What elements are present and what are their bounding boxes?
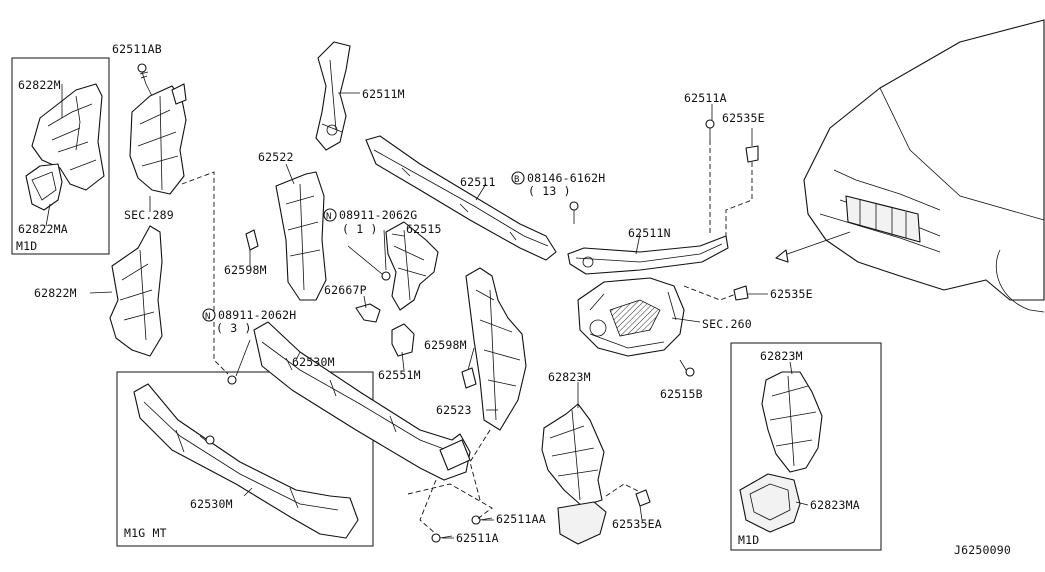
- label-qty-3: ( 3 ): [216, 321, 252, 335]
- clip-62598m-right: [461, 367, 477, 389]
- marker-n-2062g: [323, 208, 337, 222]
- arrow-vehicle: [775, 231, 851, 259]
- leader-lines: [45, 84, 809, 539]
- label-62511aa: 62511AA: [496, 512, 546, 526]
- inset-box-m1g-mt: [116, 371, 374, 547]
- label-62551m: 62551M: [378, 368, 421, 382]
- bolt-62515b: [679, 359, 695, 377]
- label-62822ma: 62822MA: [18, 222, 68, 236]
- part-62511: [365, 135, 557, 261]
- dash-sec289: [181, 171, 229, 375]
- label-62667p: 62667P: [324, 283, 367, 297]
- label-62823ma: 62823MA: [810, 498, 860, 512]
- dash-lower-bolts: [407, 479, 493, 535]
- diagram-id: J6250090: [954, 543, 1011, 557]
- label-inset-m1d-left: M1D: [16, 239, 37, 253]
- label-62530m-inset: 62530M: [190, 497, 233, 511]
- label-62822m-inset: 62822M: [18, 78, 61, 92]
- part-62530m-inset: [133, 383, 359, 539]
- marker-n-2062h-letter: N: [205, 312, 211, 322]
- part-62511m: [315, 41, 351, 151]
- label-62511a-top: 62511A: [684, 91, 727, 105]
- part-62823m-inset: [761, 371, 823, 473]
- label-62511ab: 62511AB: [112, 42, 162, 56]
- nut-08911-2062h: [227, 375, 237, 385]
- clip-62535e-top: [745, 145, 759, 163]
- dash-62523: [469, 429, 491, 501]
- clip-62535ea: [635, 489, 651, 507]
- bolt-62511ab: [137, 63, 149, 85]
- part-62822m-inset: [31, 83, 105, 191]
- label-inset-m1g-mt: M1G MT: [124, 526, 167, 540]
- nut-08911-2062g: [381, 271, 391, 281]
- label-sec260: SEC.260: [702, 317, 752, 331]
- label-62823m: 62823M: [548, 370, 591, 384]
- label-62530m: 62530M: [292, 355, 335, 369]
- inset-box-m1d-left: [11, 57, 110, 255]
- label-62511: 62511: [460, 175, 496, 189]
- part-62551m: [391, 323, 415, 357]
- part-62511n: [567, 235, 729, 275]
- part-62511ab-bracket: [129, 83, 187, 195]
- label-62535e-top: 62535E: [722, 111, 765, 125]
- label-62598m-right: 62598M: [424, 338, 467, 352]
- label-62511a-bottom: 62511A: [456, 531, 499, 545]
- clip-62535e-right: [733, 285, 749, 301]
- label-62823m-inset: 62823M: [760, 349, 803, 363]
- part-62530m: [253, 321, 471, 481]
- label-62511m: 62511M: [362, 87, 405, 101]
- part-62823ma-inset: [739, 473, 801, 533]
- dash-62535ea: [605, 483, 641, 497]
- label-qty-13: ( 13 ): [528, 184, 571, 198]
- marker-n-2062h: [202, 308, 216, 322]
- bolt-08146-6162h: [569, 201, 579, 224]
- marker-b-6162h: [511, 171, 525, 185]
- part-62822ma-inset: [25, 163, 63, 211]
- marker-n-2062g-letter: N: [326, 212, 332, 222]
- label-62523: 62523: [436, 403, 472, 417]
- label-08911-2062g: 08911-2062G: [339, 208, 417, 222]
- vehicle-front-illustration: [803, 19, 1045, 313]
- inset-box-m1d-right: [730, 342, 882, 551]
- marker-b-6162h-letter: B: [514, 175, 520, 185]
- bolt-62511a-top: [705, 119, 715, 140]
- label-62515b: 62515B: [660, 387, 703, 401]
- label-62522: 62522: [258, 150, 294, 164]
- part-62515: [385, 221, 439, 311]
- label-62515: 62515: [406, 222, 442, 236]
- label-62535e-right: 62535E: [770, 287, 813, 301]
- label-62598m-left: 62598M: [224, 263, 267, 277]
- part-62822m: [109, 225, 163, 357]
- part-62823m: [541, 403, 607, 545]
- label-08911-2062h: 08911-2062H: [218, 308, 296, 322]
- clip-62667p: [355, 303, 381, 323]
- part-62522: [275, 171, 327, 301]
- part-headlamp-sec260: [577, 277, 685, 357]
- arrow-head: [775, 249, 789, 263]
- label-08146-6162h: 08146-6162H: [527, 171, 605, 185]
- label-inset-m1d-right: M1D: [738, 533, 759, 547]
- dash-sec260: [683, 285, 737, 301]
- part-62523: [465, 267, 527, 431]
- label-62822m: 62822M: [34, 286, 77, 300]
- label-62511n: 62511N: [628, 226, 671, 240]
- label-62535ea: 62535EA: [612, 517, 662, 531]
- dash-upper-right: [709, 140, 753, 236]
- label-qty-1: ( 1 ): [342, 222, 378, 236]
- label-sec289: SEC.289: [124, 208, 174, 222]
- clip-62598m-left: [245, 229, 259, 251]
